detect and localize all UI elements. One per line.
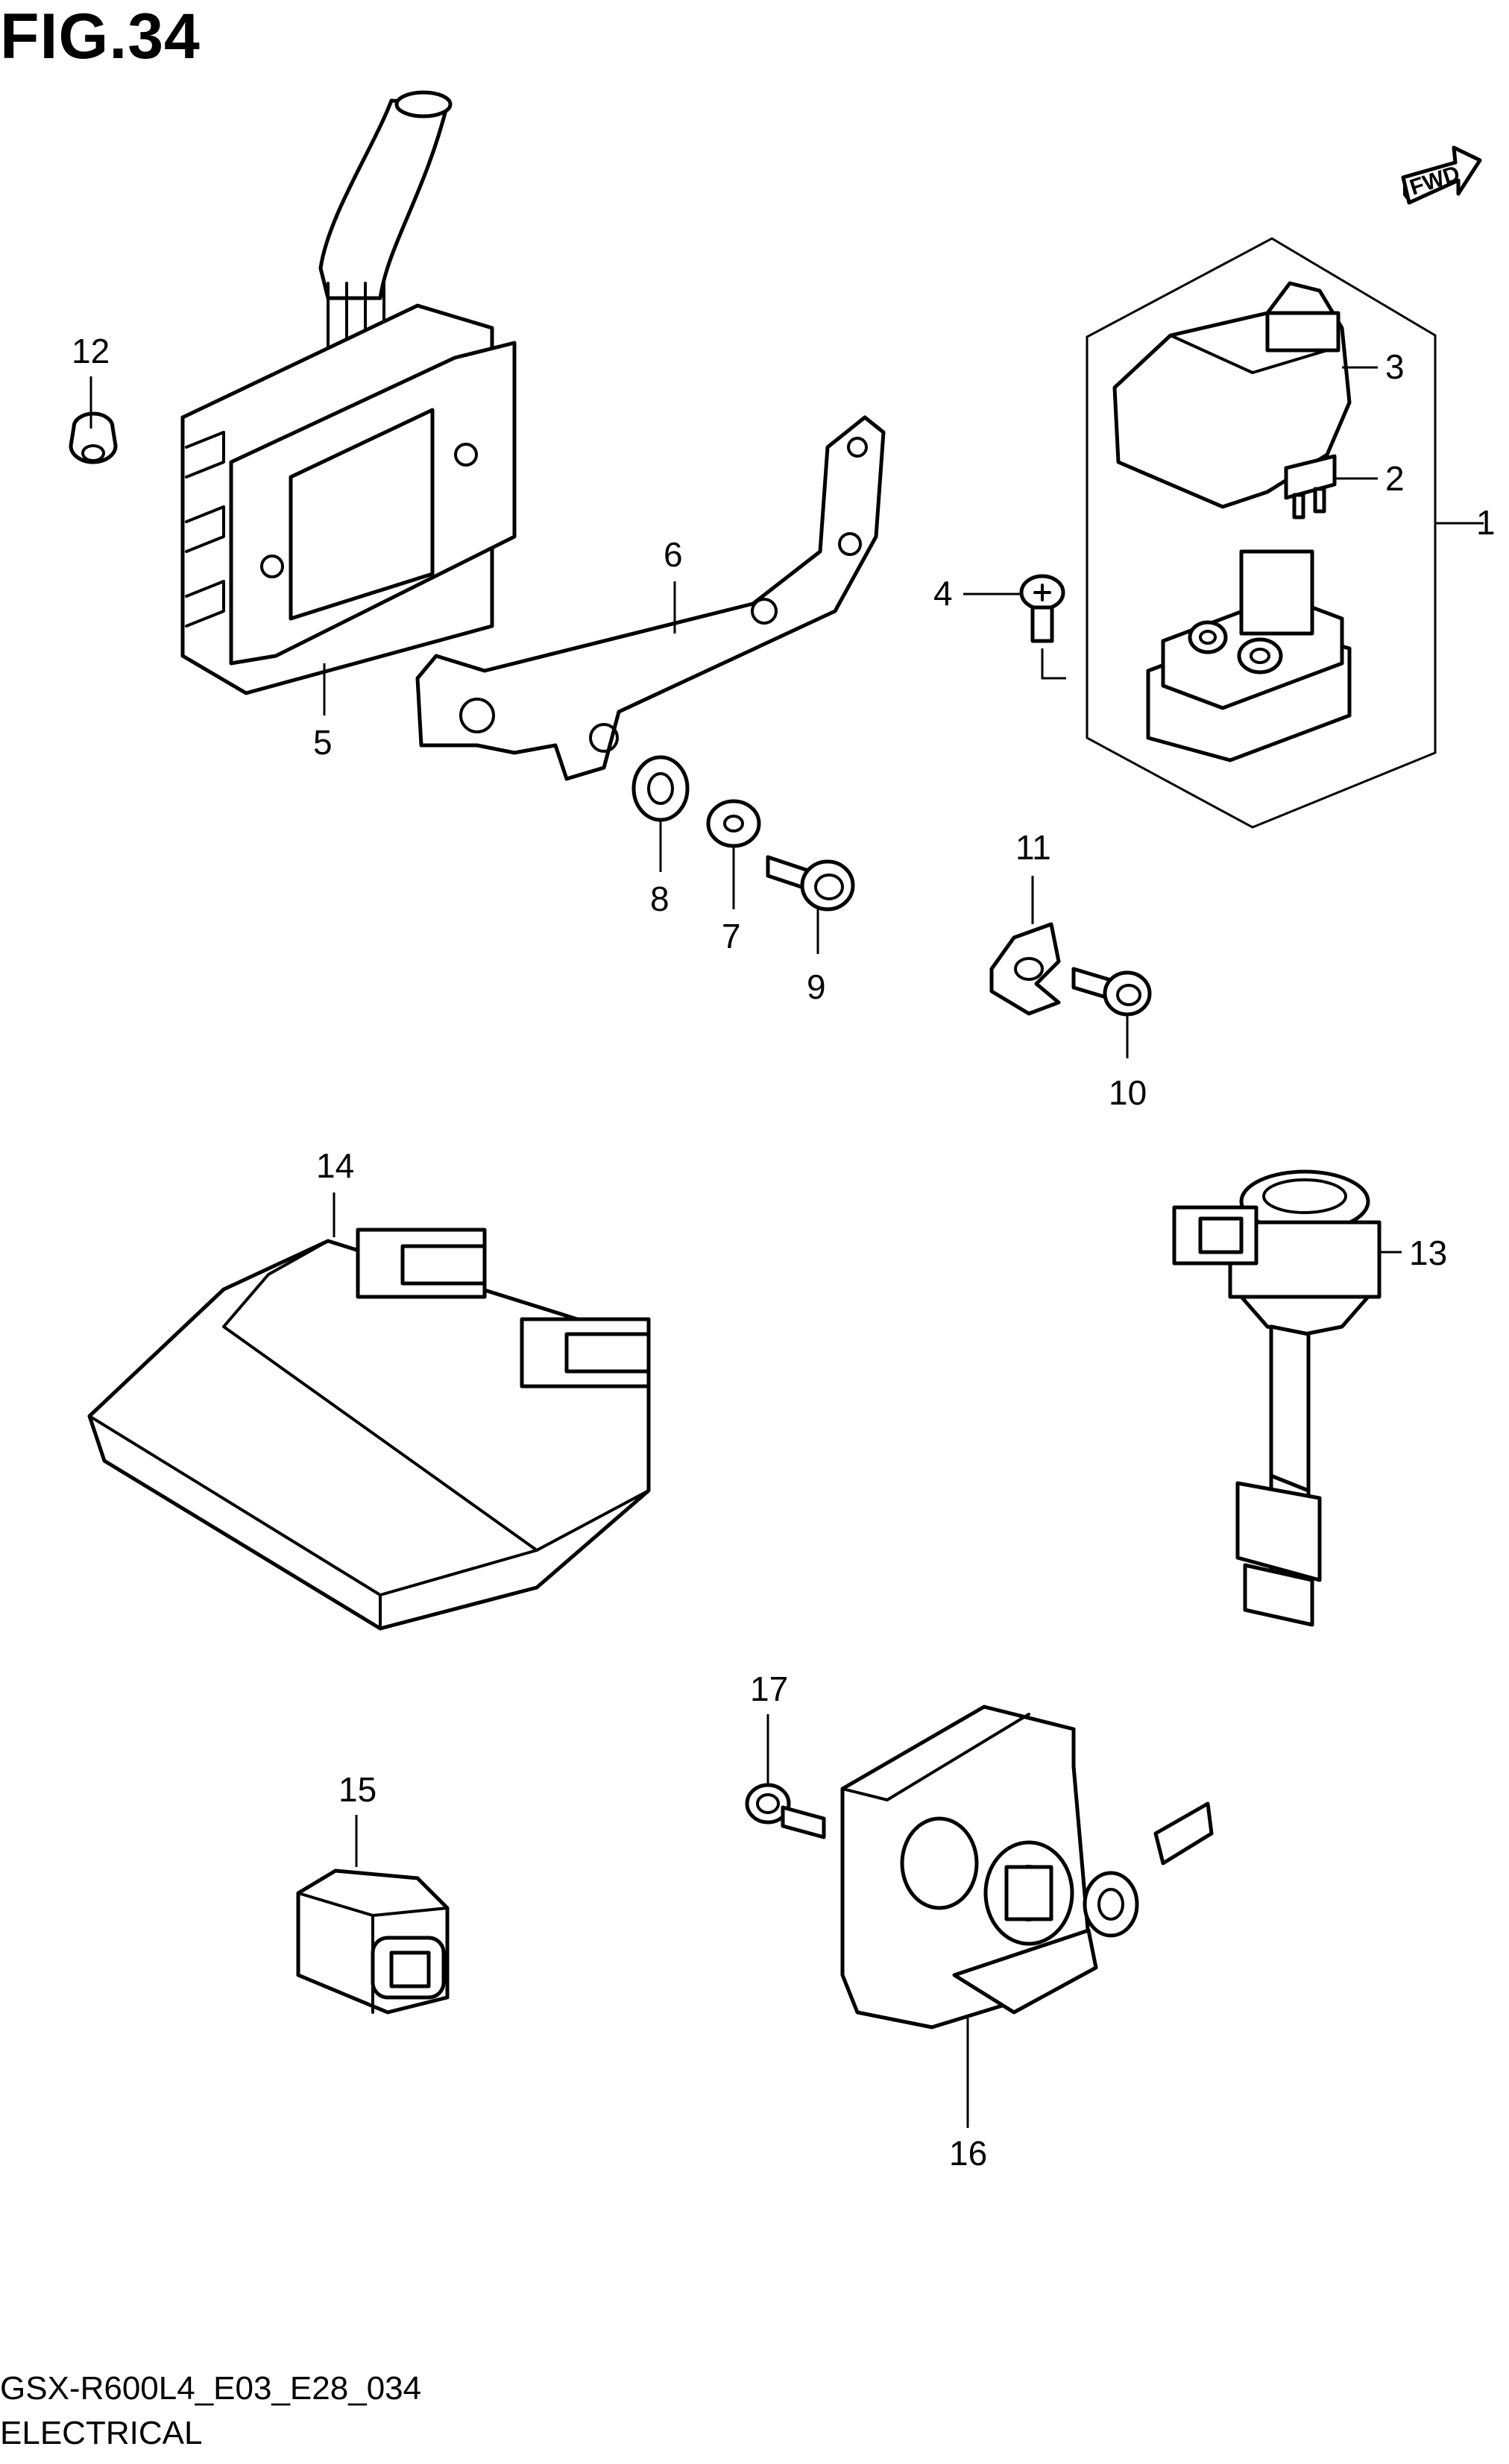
part-16-sensor-unit bbox=[840, 1705, 1214, 2029]
part-14-ecm bbox=[87, 1228, 651, 1631]
callout-5: 5 bbox=[313, 723, 333, 762]
part-5-regulator bbox=[180, 90, 517, 695]
callout-17: 17 bbox=[750, 1669, 788, 1708]
callout-13: 13 bbox=[1409, 1233, 1447, 1272]
callout-11: 11 bbox=[1015, 828, 1051, 867]
part-17-bolt bbox=[745, 1783, 826, 1839]
callout-7: 7 bbox=[722, 917, 741, 955]
part-4-screw bbox=[1019, 574, 1066, 680]
part-2-fuse bbox=[1284, 454, 1337, 519]
part-9-bolt bbox=[766, 855, 855, 912]
part-8-grommet bbox=[631, 755, 690, 822]
callout-6: 6 bbox=[664, 535, 683, 574]
leader-lines bbox=[89, 366, 1402, 2128]
part-1-group-outline bbox=[1086, 237, 1484, 829]
part-3-cover bbox=[1112, 281, 1352, 509]
callout-2: 2 bbox=[1385, 459, 1405, 498]
fwd-arrow-icon: FWD bbox=[1401, 145, 1482, 205]
part-11-clamp bbox=[989, 922, 1061, 1016]
callout-1: 1 bbox=[1476, 503, 1496, 542]
callout-15: 15 bbox=[338, 1770, 377, 1809]
part-12-nut bbox=[69, 411, 118, 464]
figure-name: ELECTRICAL bbox=[0, 2415, 203, 2451]
part-15-connector bbox=[296, 1868, 450, 2015]
part-10-bolt bbox=[1071, 967, 1152, 1017]
part-7-collar bbox=[706, 799, 761, 848]
part-6-bracket bbox=[415, 415, 886, 781]
figure-code: GSX-R600L4_E03_E28_034 bbox=[0, 2370, 422, 2407]
callout-4: 4 bbox=[933, 574, 953, 613]
callout-8: 8 bbox=[650, 879, 670, 918]
callout-10: 10 bbox=[1109, 1073, 1147, 1112]
callout-14: 14 bbox=[316, 1146, 354, 1185]
callout-9: 9 bbox=[807, 967, 826, 1006]
callout-3: 3 bbox=[1385, 347, 1405, 386]
callout-16: 16 bbox=[949, 2134, 987, 2173]
figure-title: FIG.34 bbox=[0, 1, 201, 72]
part-13-ignition-coil bbox=[1172, 1169, 1382, 1627]
part-1-starter-relay bbox=[1146, 549, 1352, 762]
fwd-label: FWD bbox=[1407, 161, 1463, 200]
callout-12: 12 bbox=[72, 332, 110, 370]
